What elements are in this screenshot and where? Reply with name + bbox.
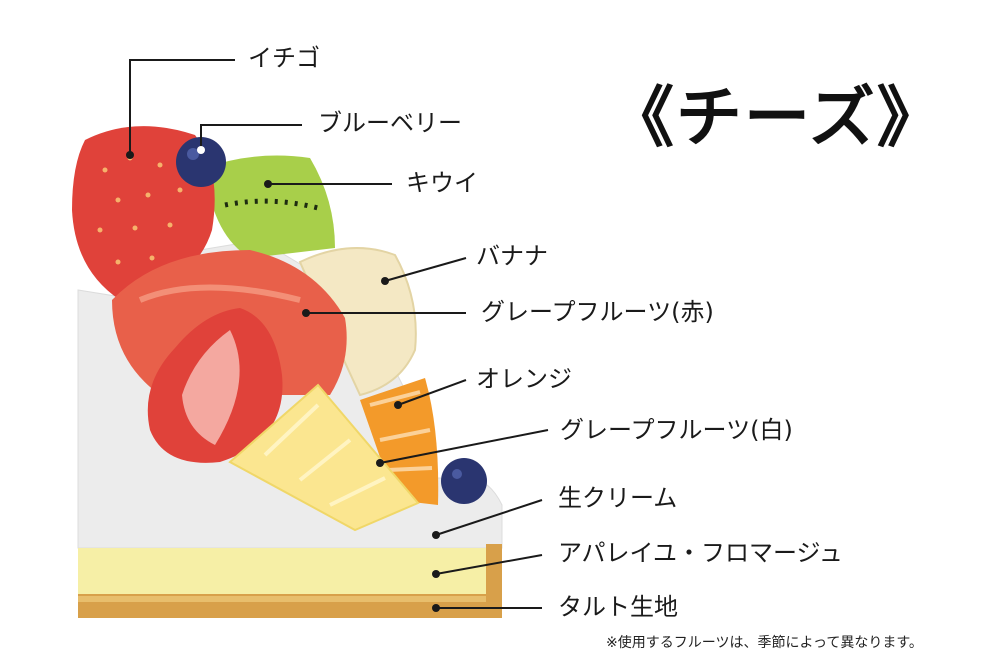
label-strawberry: イチゴ: [248, 44, 320, 72]
leader-orange: [397, 379, 467, 406]
label-grapefruit-white: グレープフルーツ(白): [560, 416, 793, 444]
leader-banana: [384, 257, 467, 282]
label-tart-crust: タルト生地: [558, 593, 678, 621]
footnote: ※使用するフルーツは、季節によって異なります。: [606, 635, 923, 651]
leader-dots: [126, 146, 440, 612]
label-banana: バナナ: [476, 242, 548, 270]
grapefruit-white-pulp: [263, 403, 386, 507]
orange-pulp: [369, 390, 433, 472]
banana-slice: [298, 247, 417, 397]
leader-grapefruit-white: [379, 429, 549, 464]
label-cheese-layer: アパレイユ・フロマージュ: [558, 539, 843, 567]
blueberry-top: [176, 137, 226, 187]
cheese-layer: [78, 548, 502, 594]
label-grapefruit-red: グレープフルーツ(赤): [481, 298, 714, 326]
orange-segment: [360, 378, 439, 505]
label-orange: オレンジ: [476, 365, 572, 393]
grapefruit-red-pulp: [138, 284, 301, 303]
label-kiwi: キウイ: [406, 169, 478, 197]
label-fresh-cream: 生クリーム: [558, 484, 678, 512]
page-title: 《チーズ》: [608, 79, 945, 156]
leader-blueberry: [200, 124, 302, 150]
leader-fresh-cream: [435, 499, 543, 536]
kiwi-slice: [205, 155, 335, 258]
leader-strawberry: [129, 59, 235, 155]
strawberry-cut-core: [182, 330, 240, 445]
strawberry-seeds: [97, 155, 183, 265]
grapefruit-white-segment: [228, 383, 420, 532]
crust-highlight: [78, 596, 486, 602]
label-blueberry: ブルーベリー: [318, 109, 462, 137]
blueberry-bottom: [441, 458, 487, 504]
leader-lines: [129, 59, 549, 609]
leader-cheese: [435, 554, 543, 575]
